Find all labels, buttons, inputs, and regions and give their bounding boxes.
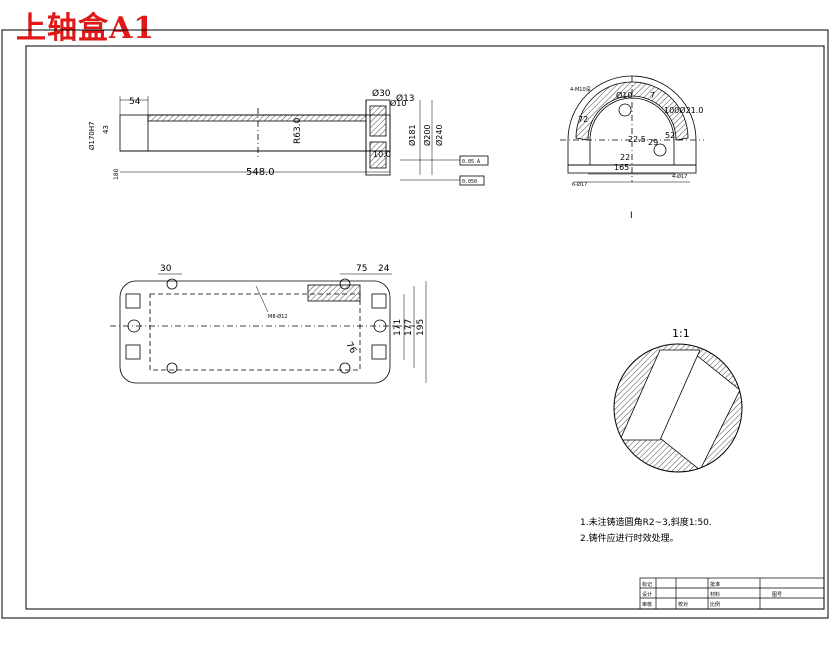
plan-dim-24: 24 <box>378 264 390 274</box>
side-outline <box>567 75 697 166</box>
plan-hole-left <box>127 319 141 333</box>
dim-d10: Ø10 <box>390 98 406 108</box>
front-view <box>119 96 489 186</box>
side-dim-22-5: 22.5 <box>628 135 646 144</box>
dim-d240: Ø240 <box>434 124 444 146</box>
side-view <box>560 75 704 183</box>
dim-180: 180 <box>113 168 120 180</box>
drawing-title: 上轴盒A1 <box>16 11 156 46</box>
note-line-1: 1.未注铸造圆角R2~3,斜度1:50. <box>580 516 712 528</box>
plan-hole-right <box>373 319 387 333</box>
plan-dim-76: 76 <box>343 341 358 356</box>
note-line-2: 2.铸件应进行时效处理。 <box>580 532 679 544</box>
side-dim-100: 100Ø21.0 <box>664 105 703 115</box>
plan-dim-195: 195 <box>416 319 426 336</box>
side-dim-165: 165 <box>614 163 629 172</box>
tolerance-text-2: 0.050 <box>462 179 477 185</box>
outer-frame <box>1 29 829 619</box>
detail-scale: 1:1 <box>672 327 690 340</box>
front-hatch-strip <box>147 114 367 122</box>
dim-43: 43 <box>102 125 110 134</box>
side-label-top: 4-M10深 <box>570 86 591 93</box>
plan-note: M8-Ø12 <box>268 313 288 320</box>
plan-dashed-bore <box>149 293 361 371</box>
dim-r63: R63.0 <box>293 117 303 144</box>
plan-dim-177: 177 <box>404 319 414 336</box>
dim-d30: Ø30 <box>372 88 391 99</box>
detail-view <box>613 343 743 473</box>
side-label-bottom-right: 4-Ø17 <box>672 173 687 180</box>
dim-10: 10.0 <box>373 150 391 159</box>
side-label-bottom-left: 6-Ø17 <box>572 181 587 188</box>
section-label: I <box>630 211 633 221</box>
tb-cell-2: 审核 <box>642 601 652 608</box>
side-dim-d10: Ø10 <box>616 90 632 100</box>
tolerance-text-1: 0.05 A <box>462 159 480 165</box>
tb-cell-4: 批准 <box>710 581 720 588</box>
dim-d181: Ø181 <box>407 124 417 146</box>
tb-cell-6: 比例 <box>710 601 720 608</box>
tb-cell-7: 图号 <box>772 592 782 598</box>
tb-cell-5: 材料 <box>710 591 720 598</box>
plan-view <box>110 273 427 384</box>
tb-cell-3: 校对 <box>678 601 688 608</box>
side-dim-22: 22 <box>620 153 630 162</box>
title-block <box>639 577 825 610</box>
tolerance-frame-2 <box>459 175 485 186</box>
side-dim-7: 7 <box>650 91 655 100</box>
side-dim-52: 52 <box>665 131 675 140</box>
side-dim-72: 72 <box>578 115 588 124</box>
dim-d200: Ø200 <box>422 124 432 146</box>
dim-548: 548.0 <box>246 167 275 178</box>
dim-left-dia: Ø170H7 <box>88 121 96 150</box>
tb-cell-0: 标记 <box>642 581 652 588</box>
dim-d13: Ø13 <box>396 93 415 104</box>
tb-cell-1: 设计 <box>642 591 652 598</box>
side-hatch <box>575 81 689 141</box>
side-dim-29: 29 <box>648 138 658 147</box>
inner-frame <box>25 45 825 610</box>
dim-54: 54 <box>129 97 141 107</box>
front-flange-box <box>365 99 391 176</box>
plan-outline <box>119 280 391 384</box>
plan-dim-75: 75 <box>356 264 367 274</box>
plan-dim-30: 30 <box>160 264 172 274</box>
tolerance-frame-1 <box>459 155 489 166</box>
plan-dim-171: 171 <box>393 319 403 336</box>
